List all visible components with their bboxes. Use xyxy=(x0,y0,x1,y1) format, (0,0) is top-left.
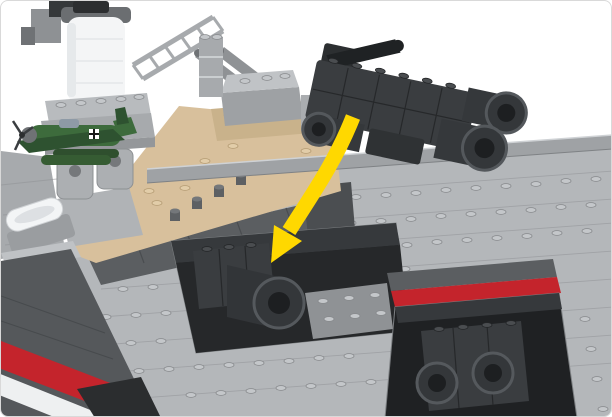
turret-front xyxy=(221,87,303,126)
assembly-gun-barrel xyxy=(326,39,401,69)
aft-engine-block xyxy=(415,320,529,411)
turret-top xyxy=(221,70,299,93)
installed-engine-block xyxy=(193,242,306,330)
seaplane xyxy=(11,107,137,165)
hull-side xyxy=(1,241,161,416)
lifeboat xyxy=(5,197,76,256)
davit-winch xyxy=(56,148,134,200)
arrow-head xyxy=(271,225,302,263)
aft-engine-bay xyxy=(384,259,578,416)
inner-hull-wall xyxy=(387,259,557,291)
placement-arrow-icon xyxy=(271,114,360,263)
engine-cowl xyxy=(21,127,37,143)
slope-bricks xyxy=(57,187,143,247)
mast-column xyxy=(199,37,223,97)
cross-marking xyxy=(89,129,99,139)
cockpit-canopy xyxy=(59,119,79,128)
tail-fin xyxy=(115,107,129,125)
float-pontoon xyxy=(41,155,111,165)
hull-black-section xyxy=(77,377,161,416)
waterline-white-stripe xyxy=(1,374,100,416)
superstructure xyxy=(1,1,225,259)
inner-hull-red-stripe xyxy=(391,277,561,307)
